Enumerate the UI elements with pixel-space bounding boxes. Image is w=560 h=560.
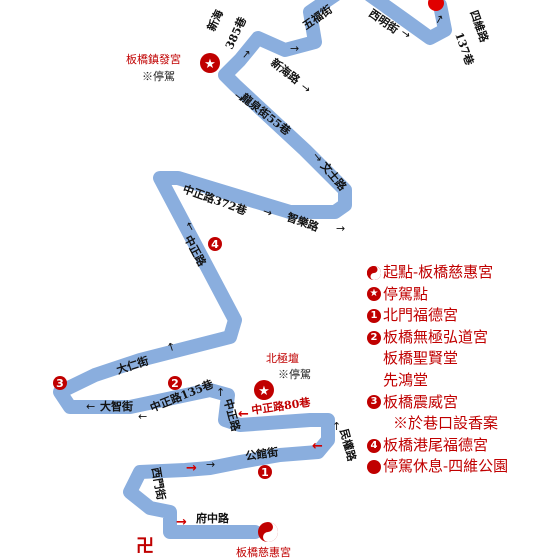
legend-item-4-label: 板橋港尾福德宮 (383, 435, 489, 454)
legend-item-3-line2: ※於巷口設香案 (393, 414, 499, 433)
legend-start: 起點-板橋慈惠宮 (367, 262, 557, 284)
stop-beiji: ★ (254, 380, 274, 400)
legend-start-label: 起點-板橋慈惠宮 (383, 263, 494, 281)
place-zhenfa-note: ※停駕 (142, 69, 175, 83)
label-ximen: 西門街 (149, 466, 169, 501)
arrow-wufu: → (290, 42, 299, 55)
legend-item-4: 4 板橋港尾福德宮 (367, 435, 557, 457)
yin-yang-icon (367, 265, 381, 280)
svg-text:2: 2 (171, 377, 179, 390)
legend-item-2-line3: 先鴻堂 (383, 370, 429, 389)
arrow-zhongzheng135: ← (138, 410, 147, 423)
arrow-dazhi: ← (86, 400, 95, 413)
red-dot-icon (367, 460, 381, 475)
red-arrow-zhongzheng80: ← (238, 407, 249, 422)
start-yin-yang-icon (258, 522, 278, 542)
red-arrow-gongguan: → (186, 461, 197, 476)
marker-1-icon: 1 (367, 308, 381, 323)
label-gongguan: 公館街 (244, 445, 279, 463)
legend-item-3-label: 板橋震威宮 (383, 392, 459, 411)
svg-text:★: ★ (204, 57, 216, 72)
label-dazhi: 大智街 (100, 399, 133, 413)
label-siwei-a: 四維路 (467, 8, 492, 45)
red-arrow-minquan: ← (312, 439, 323, 454)
arrow-xinhai: → (298, 80, 313, 96)
legend-rest: 停駕休息-四維公園 (367, 456, 557, 478)
arrow-zhongzheng-short: ↑ (216, 386, 225, 399)
legend-item-2-label: 板橋無極弘道宮 (383, 327, 489, 346)
svg-text:4: 4 (211, 238, 219, 251)
svg-text:3: 3 (56, 377, 64, 390)
marker-2: 2 (168, 376, 182, 390)
rest-stop-dot (428, 0, 444, 11)
legend-item-2-line2: 板橋聖賢堂 (383, 349, 459, 368)
arrow-gongguan: → (206, 458, 215, 471)
marker-2-icon: 2 (367, 330, 381, 345)
stop-zhenfa: ★ (200, 53, 220, 73)
legend-stop-label: 停駕點 (383, 284, 429, 303)
place-beiji-name: 北極壇 (266, 351, 299, 365)
label-siwei-b: 137巷 (452, 30, 477, 68)
svg-text:★: ★ (258, 384, 270, 399)
place-cihui-name: 板橋慈惠宮 (236, 545, 291, 559)
temple-swastika-icon: 卍 (136, 536, 154, 557)
arrow-zhile: → (336, 222, 345, 235)
map-legend: 起點-板橋慈惠宮 ★ 停駕點 1 北門福德宮 2 板橋無極弘道宮 板橋聖賢堂 先… (367, 262, 557, 478)
label-longquan: 龍泉街55巷 (238, 90, 294, 138)
procession-route-top (365, 0, 452, 45)
arrow-zhongzheng372: → (261, 205, 274, 220)
svg-text:1: 1 (261, 466, 269, 479)
label-fuzhong: 府中路 (196, 511, 230, 525)
red-arrow-fuzhong: → (176, 515, 187, 530)
place-beiji-note: ※停駕 (278, 367, 311, 381)
label-xinhai385-a: 新海 (204, 7, 226, 33)
legend-item-1: 1 北門福德宮 (367, 305, 557, 327)
legend-stop: ★ 停駕點 (367, 284, 557, 306)
marker-3-icon: 3 (367, 395, 381, 410)
marker-4-icon: 4 (367, 438, 381, 453)
legend-item-1-label: 北門福德宮 (383, 306, 459, 325)
legend-item-2: 2 板橋無極弘道宮 (367, 327, 557, 349)
marker-4: 4 (208, 237, 222, 251)
legend-rest-label: 停駕休息-四維公園 (383, 457, 509, 476)
procession-route (53, 0, 352, 539)
marker-1: 1 (258, 465, 272, 479)
place-zhenfa-name: 板橋鎮發宮 (126, 52, 181, 66)
arrow-minquan: ↑ (332, 420, 341, 433)
star-icon: ★ (367, 287, 381, 302)
legend-item-3: 3 板橋震威宮 (367, 392, 557, 414)
arrow-daren: ↑ (165, 340, 178, 355)
marker-3: 3 (53, 376, 67, 390)
label-xinhai: 新海路 (268, 55, 303, 87)
